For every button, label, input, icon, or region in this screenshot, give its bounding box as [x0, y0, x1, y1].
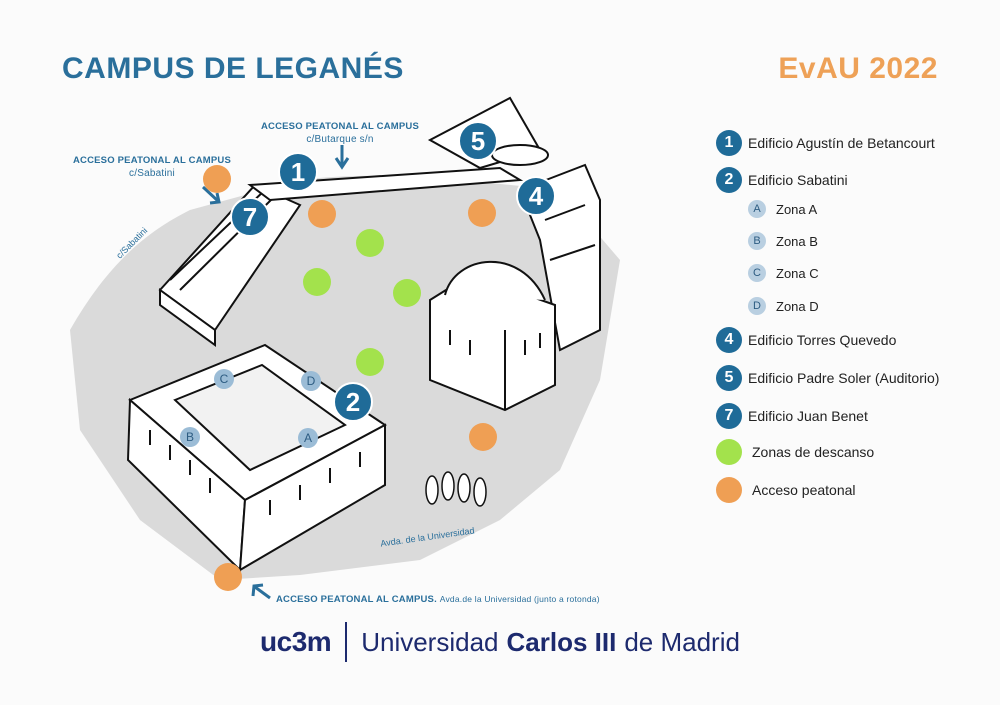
access-dot[interactable]: [468, 199, 496, 227]
trees: [425, 471, 487, 507]
access-title: ACCESO PEATONAL AL CAMPUS: [260, 121, 420, 132]
access-dot[interactable]: [214, 563, 242, 591]
legend-access: Acceso peatonal: [716, 475, 856, 505]
legend-zone-b: B Zona B: [716, 226, 818, 256]
legend-building-7: 7 Edificio Juan Benet: [716, 401, 868, 431]
marker-building-7[interactable]: 7: [230, 197, 270, 237]
legend-building-5: 5 Edificio Padre Soler (Auditorio): [716, 363, 939, 393]
rest-zone-dot[interactable]: [393, 279, 421, 307]
access-title: ACCESO PEATONAL AL CAMPUS.: [276, 594, 437, 605]
legend-label: Zona C: [776, 265, 819, 281]
access-street: Avda.de la Universidad (junto a rotonda): [439, 594, 600, 604]
uc3m-logo: uc3m: [260, 626, 332, 657]
windows: [149, 330, 541, 515]
zone-letter-badge: D: [748, 297, 766, 315]
building-dome: [429, 260, 556, 412]
university-footer: uc3m Universidad Carlos III de Madrid: [0, 622, 1000, 662]
marker-building-4[interactable]: 4: [516, 176, 556, 216]
access-arrows: [201, 145, 350, 600]
building-number-badge: 4: [716, 327, 742, 353]
event-title: EvAU 2022: [778, 52, 938, 85]
access-label-butarque: ACCESO PEATONAL AL CAMPUS c/Butarque s/n: [250, 120, 430, 146]
access-dot[interactable]: [469, 423, 497, 451]
walkway-top: [247, 166, 524, 202]
footer-text-2: de Madrid: [624, 626, 740, 657]
building-number-badge: 1: [716, 130, 742, 156]
legend-building-1: 1 Edificio Agustín de Betancourt: [716, 128, 935, 158]
legend-label: Zonas de descanso: [752, 444, 875, 460]
legend-label: Acceso peatonal: [752, 482, 856, 498]
legend-label: Zona B: [776, 233, 818, 249]
legend-label: Zona A: [776, 201, 818, 217]
legend-building-4: 4 Edificio Torres Quevedo: [716, 325, 896, 355]
legend-label: Edificio Sabatini: [748, 172, 848, 188]
legend-zone-d: D Zona D: [716, 291, 819, 321]
rest-zone-dot[interactable]: [356, 229, 384, 257]
marker-building-5[interactable]: 5: [458, 121, 498, 161]
marker-zone-c[interactable]: C: [214, 369, 234, 389]
legend-rest-zones: Zonas de descanso: [716, 437, 874, 467]
legend-label: Edificio Torres Quevedo: [748, 332, 897, 348]
access-dot[interactable]: [308, 200, 336, 228]
legend-label: Edificio Juan Benet: [748, 408, 868, 424]
access-street: c/Butarque s/n: [306, 134, 374, 145]
zone-letter-badge: A: [748, 200, 766, 218]
green-dot-icon: [716, 439, 742, 465]
access-dot[interactable]: [203, 165, 231, 193]
marker-building-2[interactable]: 2: [333, 382, 373, 422]
access-label-sabatini: ACCESO PEATONAL AL CAMPUS c/Sabatini: [62, 154, 242, 180]
marker-zone-a[interactable]: A: [298, 428, 318, 448]
marker-building-1[interactable]: 1: [278, 152, 318, 192]
rest-zone-dot[interactable]: [303, 268, 331, 296]
legend-label: Edificio Padre Soler (Auditorio): [748, 370, 940, 386]
footer-text-bold: Carlos III: [506, 626, 617, 657]
marker-zone-d[interactable]: D: [301, 371, 321, 391]
access-title: ACCESO PEATONAL AL CAMPUS: [72, 155, 232, 166]
building-number-badge: 2: [716, 167, 742, 193]
orange-dot-icon: [716, 477, 742, 503]
page-title: CAMPUS DE LEGANÉS: [62, 52, 404, 85]
access-label-universidad: ACCESO PEATONAL AL CAMPUS. Avda.de la Un…: [276, 593, 600, 606]
building-number-badge: 5: [716, 365, 742, 391]
logo-divider: [345, 622, 348, 662]
zone-letter-badge: C: [748, 264, 766, 282]
footer-text-1: Universidad: [361, 626, 499, 657]
access-street: c/Sabatini: [129, 168, 175, 179]
zone-letter-badge: B: [748, 232, 766, 250]
legend-zone-a: A Zona A: [716, 194, 817, 224]
marker-zone-b[interactable]: B: [180, 427, 200, 447]
legend-label: Zona D: [776, 298, 819, 314]
rest-zone-dot[interactable]: [356, 348, 384, 376]
legend-building-2: 2 Edificio Sabatini: [716, 165, 848, 195]
legend-zone-c: C Zona C: [716, 258, 819, 288]
legend-label: Edificio Agustín de Betancourt: [748, 135, 935, 151]
building-number-badge: 7: [716, 403, 742, 429]
